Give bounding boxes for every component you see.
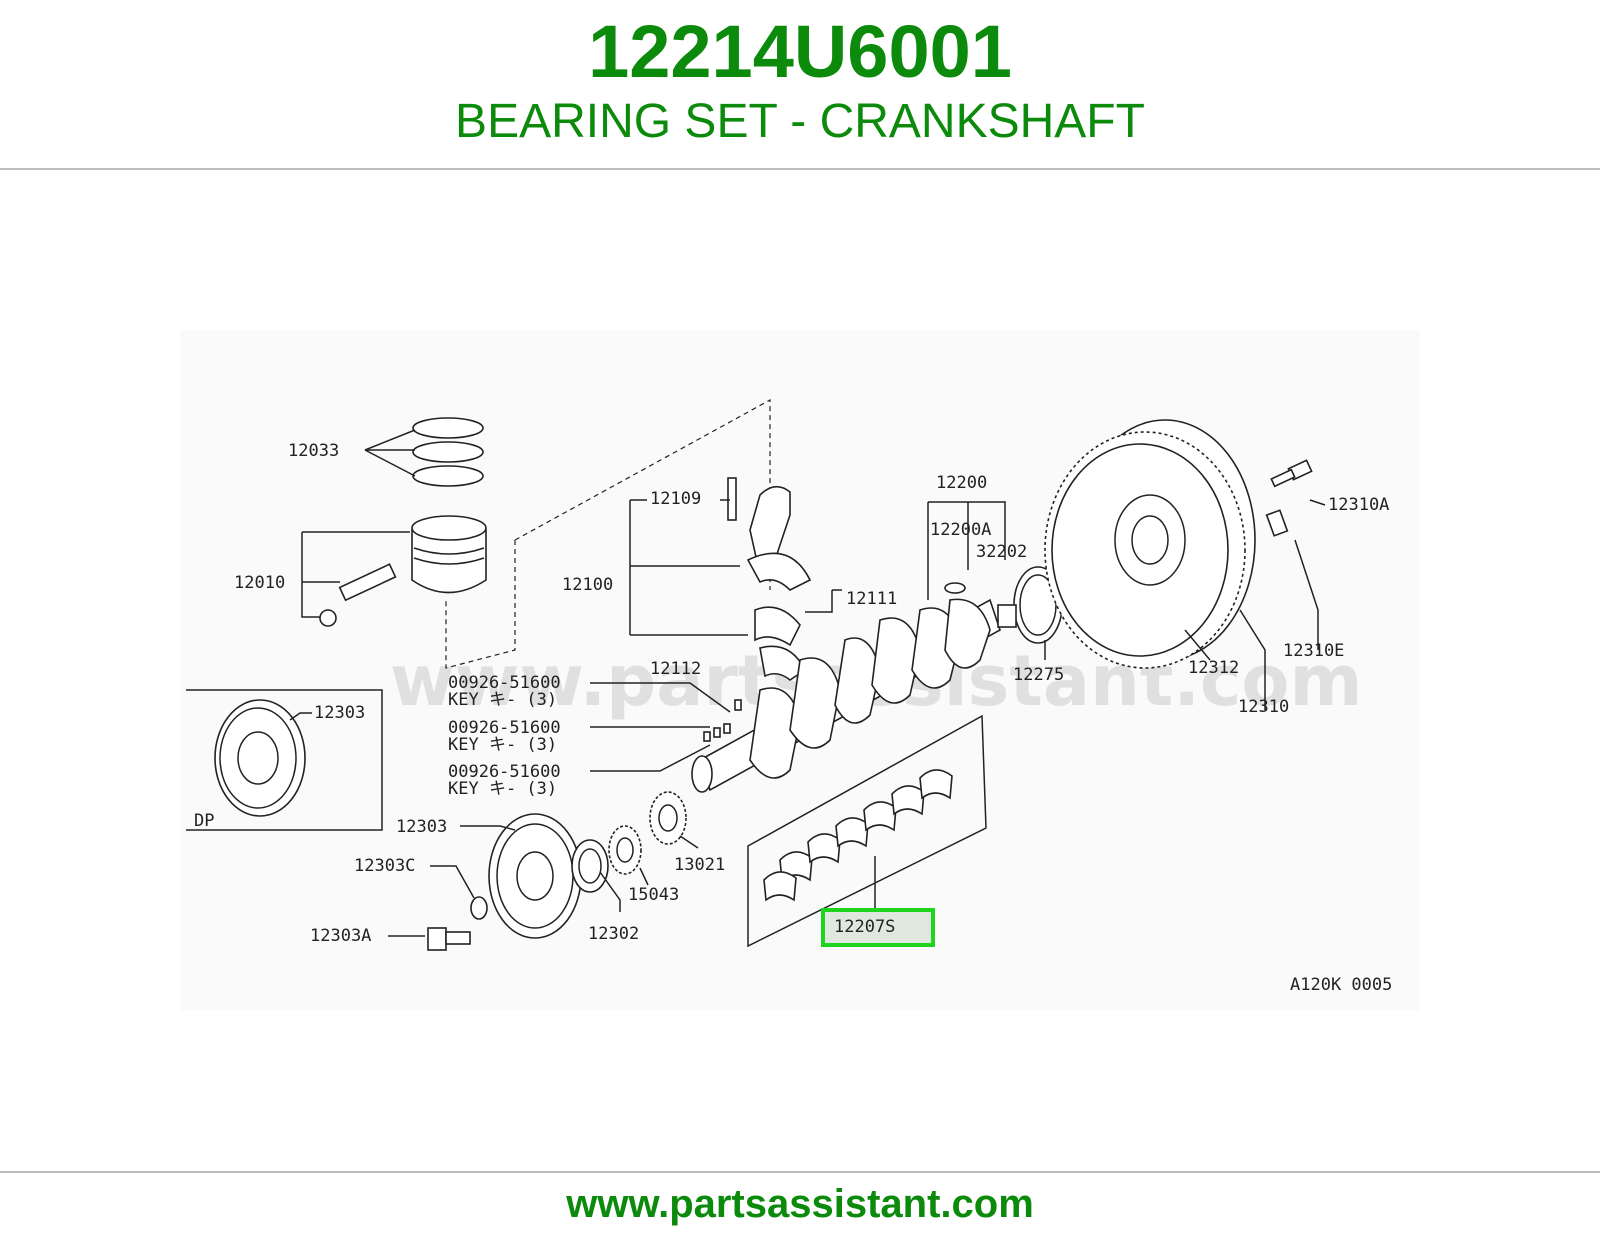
label-12302[interactable]: 12302 — [588, 924, 639, 944]
parts-diagram: www.partsassistant.com 12033 12010 12109… — [0, 172, 1600, 1168]
label-key2-code[interactable]: 00926-51600 — [448, 718, 561, 738]
crankshaft — [691, 582, 1001, 793]
dp-inset-frame — [186, 689, 383, 831]
label-12010[interactable]: 12010 — [234, 573, 285, 593]
label-12310E[interactable]: 12310E — [1283, 641, 1344, 661]
oil-pump-drive-gear — [608, 825, 642, 875]
label-dp: DP — [194, 811, 214, 831]
label-key1-desc: KEY キ- (3) — [448, 690, 557, 710]
part-name-subtitle: BEARING SET - CRANKSHAFT — [455, 95, 1145, 148]
piston-rings — [412, 417, 484, 487]
label-12312[interactable]: 12312 — [1188, 658, 1239, 678]
footer-divider — [0, 1171, 1600, 1173]
flywheel-bolt — [1265, 459, 1313, 537]
flywheel — [1044, 419, 1256, 669]
label-12109[interactable]: 12109 — [650, 489, 701, 509]
label-12200A[interactable]: 12200A — [930, 520, 991, 540]
label-12275[interactable]: 12275 — [1013, 665, 1064, 685]
label-12111[interactable]: 12111 — [846, 589, 897, 609]
header-divider — [0, 168, 1600, 170]
connecting-rod — [727, 477, 812, 681]
label-12100[interactable]: 12100 — [562, 575, 613, 595]
label-12303A[interactable]: 12303A — [310, 926, 371, 946]
label-32202[interactable]: 32202 — [976, 542, 1027, 562]
crankshaft-exploded-view: www.partsassistant.com 12033 12010 12109… — [180, 330, 1420, 1010]
label-key3-desc: KEY キ- (3) — [448, 779, 557, 799]
label-15043[interactable]: 15043 — [628, 885, 679, 905]
piston — [319, 515, 487, 627]
front-oil-seal — [571, 839, 609, 893]
part-number-title: 12214U6001 — [588, 10, 1012, 93]
label-13021[interactable]: 13021 — [674, 855, 725, 875]
label-12112[interactable]: 12112 — [650, 659, 701, 679]
crank-pulley — [488, 813, 582, 939]
label-12303[interactable]: 12303 — [396, 817, 447, 837]
footer-website-link[interactable]: www.partsassistant.com — [566, 1182, 1034, 1226]
main-bearing-set — [747, 714, 987, 948]
label-12200[interactable]: 12200 — [936, 473, 987, 493]
pulley-bolt — [427, 927, 471, 951]
crankshaft-sprocket — [649, 791, 687, 845]
label-12207S[interactable]: 12207S — [834, 917, 895, 937]
highlight-box-12207S[interactable] — [821, 908, 935, 947]
label-12303-dp[interactable]: 12303 — [314, 703, 365, 723]
label-12310[interactable]: 12310 — [1238, 697, 1289, 717]
page-header: 12214U6001 BEARING SET - CRANKSHAFT — [0, 0, 1600, 170]
woodruff-keys — [703, 699, 742, 742]
label-key1-code[interactable]: 00926-51600 — [448, 673, 561, 693]
figure-code: A120K 0005 — [1290, 975, 1392, 995]
label-12033[interactable]: 12033 — [288, 441, 339, 461]
label-key2-desc: KEY キ- (3) — [448, 735, 557, 755]
pulley-washer — [470, 896, 488, 920]
label-12303C[interactable]: 12303C — [354, 856, 415, 876]
label-12310A[interactable]: 12310A — [1328, 495, 1389, 515]
dp-pulley — [214, 699, 306, 817]
label-key3-code[interactable]: 00926-51600 — [448, 762, 561, 782]
